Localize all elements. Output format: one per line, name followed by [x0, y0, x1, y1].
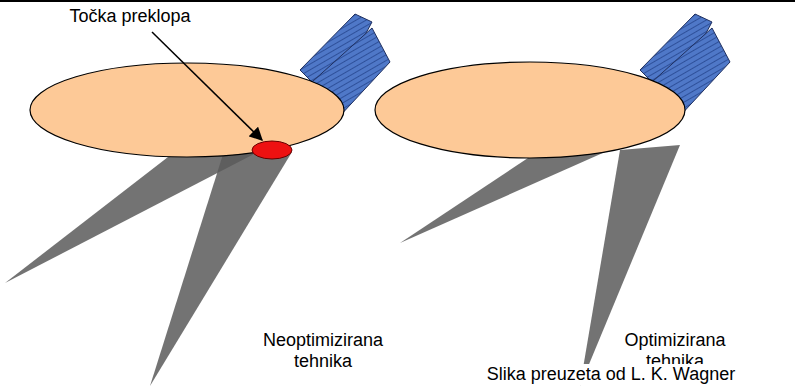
overlap-spot — [252, 141, 292, 159]
callout-label: Točka preklopa — [55, 6, 205, 27]
x-ray-beam — [150, 148, 292, 386]
top-rule — [0, 0, 795, 2]
leader-arrow — [152, 32, 262, 140]
patient-body — [30, 63, 344, 157]
source-credit: Slika preuzeta od L. K. Wagner — [432, 364, 790, 385]
patient-body — [375, 62, 685, 158]
technique-label: Neoptimizirana tehnika — [248, 330, 398, 371]
